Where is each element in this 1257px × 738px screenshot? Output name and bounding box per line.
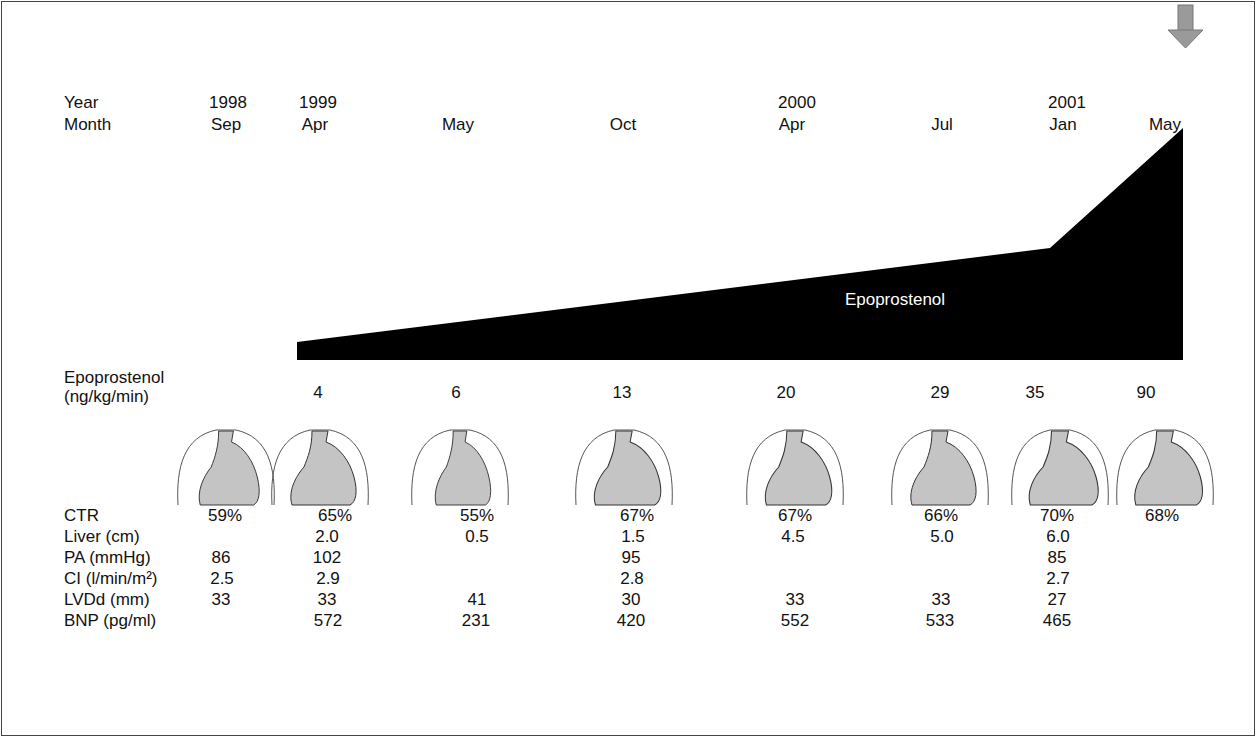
down-arrow <box>1168 5 1203 48</box>
table-cell: 59% <box>208 507 242 526</box>
table-cell: May <box>1149 116 1181 135</box>
table-cell: 4.5 <box>781 528 805 547</box>
table-cell: 33 <box>932 591 951 610</box>
table-cell: Sep <box>211 116 241 135</box>
table-cell: 95 <box>622 549 641 568</box>
row-label: BNP (pg/ml) <box>64 612 156 631</box>
table-cell: Oct <box>610 116 636 135</box>
table-cell: 2.5 <box>210 570 234 589</box>
table-cell: 41 <box>468 591 487 610</box>
row-label: CTR <box>64 507 99 526</box>
chest-xrays <box>178 430 1214 505</box>
chest-xray <box>1012 430 1109 505</box>
dose-wedge: Epoprostenol <box>297 128 1183 360</box>
row-label: LVDd (mm) <box>64 591 150 610</box>
table-cell: 572 <box>314 612 342 631</box>
wedge-shape <box>297 128 1183 360</box>
table-cell: Jul <box>931 116 953 135</box>
table-cell: 55% <box>460 507 494 526</box>
chest-xray <box>272 430 369 505</box>
row-label: Liver (cm) <box>64 528 140 547</box>
table-cell: 30 <box>622 591 641 610</box>
row-label: Year <box>64 94 98 113</box>
table-cell: 5.0 <box>930 528 954 547</box>
table-cell: 102 <box>313 549 341 568</box>
table-cell: 2001 <box>1048 94 1086 113</box>
table-cell: 33 <box>212 591 231 610</box>
table-cell: 2.7 <box>1046 570 1070 589</box>
table-cell: 33 <box>318 591 337 610</box>
table-cell: 2.8 <box>620 570 644 589</box>
table-cell: Apr <box>779 116 805 135</box>
row-label: Month <box>64 116 111 135</box>
chest-xray <box>412 430 509 505</box>
table-cell: 67% <box>778 507 812 526</box>
chest-xray <box>1117 430 1214 505</box>
table-cell: 65% <box>318 507 352 526</box>
row-label: Epoprostenol (ng/kg/min) <box>64 369 169 406</box>
row-label: PA (mmHg) <box>64 549 151 568</box>
dose-value: 13 <box>613 384 632 403</box>
table-cell: 2000 <box>778 94 816 113</box>
table-cell: 33 <box>786 591 805 610</box>
table-cell: 1999 <box>299 94 337 113</box>
table-cell: 85 <box>1048 549 1067 568</box>
table-cell: 231 <box>462 612 490 631</box>
table-cell: 1998 <box>209 94 247 113</box>
chest-xray <box>747 430 844 505</box>
table-cell: 67% <box>620 507 654 526</box>
dose-value: 90 <box>1137 384 1156 403</box>
table-cell: 86 <box>212 549 231 568</box>
table-cell: 465 <box>1043 612 1071 631</box>
table-cell: 6.0 <box>1046 528 1070 547</box>
table-cell: 1.5 <box>621 528 645 547</box>
table-cell: 2.0 <box>315 528 339 547</box>
table-cell: 0.5 <box>465 528 489 547</box>
dose-value: 6 <box>451 384 460 403</box>
table-cell: May <box>442 116 474 135</box>
table-cell: 2.9 <box>316 570 340 589</box>
table-cell: 552 <box>781 612 809 631</box>
dose-value: 29 <box>931 384 950 403</box>
wedge-label: Epoprostenol <box>845 290 945 310</box>
table-cell: 70% <box>1040 507 1074 526</box>
table-cell: Jan <box>1049 116 1076 135</box>
chest-xray <box>576 430 673 505</box>
dose-value: 35 <box>1026 384 1045 403</box>
chest-xray <box>178 430 275 505</box>
table-cell: 66% <box>924 507 958 526</box>
dose-value: 4 <box>313 384 322 403</box>
table-cell: 533 <box>926 612 954 631</box>
chest-xray <box>892 430 989 505</box>
table-cell: 68% <box>1145 507 1179 526</box>
dose-value: 20 <box>777 384 796 403</box>
table-cell: Apr <box>302 116 328 135</box>
table-cell: 420 <box>617 612 645 631</box>
row-label: CI (l/min/m²) <box>64 570 157 589</box>
table-cell: 27 <box>1048 591 1067 610</box>
